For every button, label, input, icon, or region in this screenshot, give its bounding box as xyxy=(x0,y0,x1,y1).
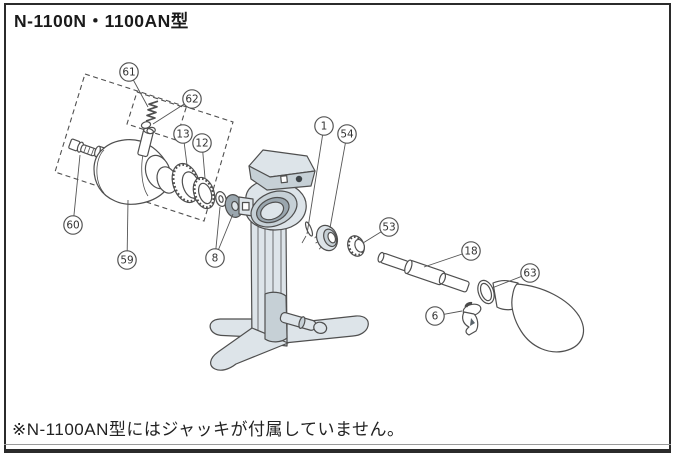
svg-text:18: 18 xyxy=(464,246,477,258)
footnote: ※N-1100AN型にはジャッキが付属していません。 xyxy=(12,420,405,439)
callout-54: 54 xyxy=(329,124,357,229)
part-63-ring xyxy=(477,279,495,305)
svg-text:59: 59 xyxy=(120,255,133,267)
svg-text:61: 61 xyxy=(122,67,135,79)
callout-6: 6 xyxy=(425,306,463,326)
callout-layer: 61 62 13 12 60 59 8 1 54 53 18 63 6 xyxy=(63,62,540,326)
svg-text:8: 8 xyxy=(212,253,219,265)
part-61-spring xyxy=(145,100,159,122)
callout-13: 13 xyxy=(173,124,193,166)
part-59-jack-body xyxy=(93,127,178,205)
jack-option-group xyxy=(54,73,234,222)
page-title: N-1100N・1100AN型 xyxy=(14,11,189,31)
head-opening xyxy=(250,190,298,228)
part-8-washers xyxy=(215,191,244,218)
callout-61: 61 xyxy=(119,62,149,108)
svg-text:54: 54 xyxy=(340,129,354,141)
callout-60: 60 xyxy=(63,154,83,235)
footer-rule xyxy=(4,444,671,445)
callout-18: 18 xyxy=(423,241,481,268)
part-6-clip xyxy=(462,301,482,336)
part-12-toothed-washer xyxy=(192,176,216,210)
svg-text:60: 60 xyxy=(66,220,79,232)
bulb xyxy=(492,280,585,353)
part-1-pin xyxy=(301,221,314,244)
crank-mount xyxy=(264,291,288,343)
callout-1: 1 xyxy=(306,116,334,235)
callout-53: 53 xyxy=(362,217,399,244)
part-53-clip xyxy=(347,235,366,257)
part-62-rings xyxy=(140,121,156,135)
part-54-cap xyxy=(314,224,339,252)
part-60-bolt xyxy=(68,138,97,157)
crank-shaft xyxy=(279,312,328,334)
page-border xyxy=(4,3,671,453)
callout-12: 12 xyxy=(192,133,212,179)
part-18-shaft xyxy=(377,251,470,293)
base-left-foot xyxy=(209,318,255,338)
callout-59: 59 xyxy=(117,199,137,270)
svg-text:13: 13 xyxy=(176,129,189,141)
stand-assembly xyxy=(209,149,369,371)
head-cap xyxy=(248,149,316,191)
callout-63: 63 xyxy=(491,263,540,289)
callout-62: 62 xyxy=(152,89,202,125)
svg-text:12: 12 xyxy=(195,138,208,150)
svg-text:6: 6 xyxy=(432,311,439,323)
svg-text:53: 53 xyxy=(382,222,395,234)
svg-text:1: 1 xyxy=(321,121,328,133)
svg-text:63: 63 xyxy=(523,268,536,280)
callout-8: 8 xyxy=(205,206,234,268)
svg-text:62: 62 xyxy=(185,94,198,106)
jack-dashed-boundary xyxy=(54,73,234,222)
